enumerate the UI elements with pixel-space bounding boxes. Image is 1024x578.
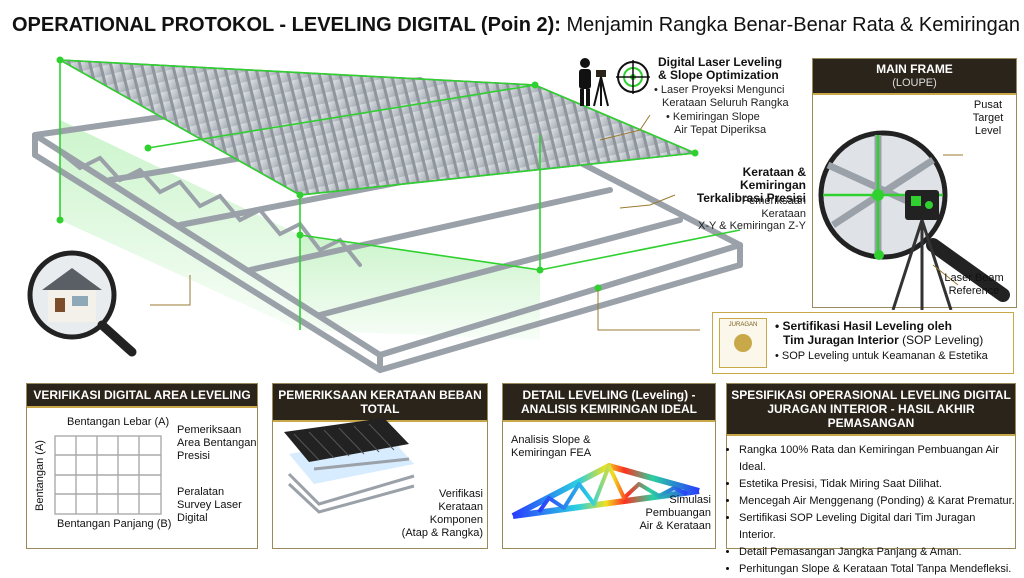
panel2-note-2: Kerataan Komponen	[429, 501, 483, 526]
main-frame-header: MAIN FRAME (LOUPE)	[813, 59, 1016, 95]
certificate-seal-icon: JURAGAN	[719, 318, 767, 368]
spec-list: Rangka 100% Rata dan Kemiringan Pembuang…	[727, 442, 1015, 578]
leader-lines	[150, 114, 700, 331]
panel3-title-1: DETAIL LEVELING (Leveling) -	[522, 388, 696, 402]
laser-level-icon	[905, 190, 939, 220]
certificate-line-3: • SOP Leveling untuk Keamanan & Estetika	[775, 350, 988, 362]
panel3-title: DETAIL LEVELING (Leveling) - ANALISIS KE…	[503, 384, 715, 422]
calib-heading-1: Kerataan & Kemiringan	[739, 165, 806, 192]
laser-bullet-1b: Kerataan Seluruh Rangka	[662, 96, 789, 109]
spec-item: Rangka 100% Rata dan Kemiringan Pembuang…	[739, 442, 1015, 476]
spec-item: Mencegah Air Menggenang (Ponding) & Kara…	[739, 493, 1015, 510]
laser-heading-1: Digital Laser Leveling	[658, 55, 783, 69]
main-frame-subtitle: (LOUPE)	[892, 77, 937, 89]
certificate-line-2b: (SOP Leveling)	[898, 333, 984, 347]
laser-heading-2: & Slope Optimization	[658, 68, 779, 82]
title-bold: OPERATIONAL PROTOKOL - LEVELING DIGITAL …	[12, 14, 561, 36]
panel3-note-2b: Pembuangan	[645, 507, 711, 519]
panel1-height-label: Bentangan (A)	[33, 440, 46, 511]
laser-bullet-2: • Kemiringan Slope Air Tepat Diperiksa	[666, 111, 766, 136]
target-label: Pusat Target Level	[963, 99, 1013, 138]
beam-label-1: Laser Beam	[944, 272, 1004, 284]
tripod-icon	[891, 219, 953, 310]
certificate-line-1: • Sertifikasi Hasil Leveling oleh	[775, 319, 952, 333]
panel1-note-1b: Area Bentangan	[177, 437, 257, 449]
panel3-note-1: Analisis Slope & Kemiringan FEA	[511, 434, 591, 460]
spec-item: Detail Pemasangan Jangka Panjang & Aman.	[739, 544, 1015, 561]
panel3-note-2a: Simulasi	[669, 494, 711, 506]
panel3-note-1b: Kemiringan FEA	[511, 447, 592, 459]
panel1-width-label: Bentangan Lebar (A)	[67, 416, 170, 428]
roof-scene	[27, 56, 743, 374]
panel1-note-2c: Digital	[177, 512, 208, 524]
panel1-grid	[54, 435, 162, 515]
panel2-illustration	[284, 418, 415, 514]
laser-bullet-1a: • Laser Proyeksi Mengunci	[654, 84, 785, 96]
panel2-note: Verifikasi Kerataan Komponen (Atap & Ran…	[401, 488, 483, 540]
main-frame-box: MAIN FRAME (LOUPE) Pusat Target Le	[812, 58, 1017, 310]
panel-slope-analysis: DETAIL LEVELING (Leveling) - ANALISIS KE…	[502, 383, 716, 549]
panel2-note-1: Verifikasi	[438, 488, 483, 500]
panel1-note-2: Peralatan Survey Laser Digital	[177, 486, 242, 525]
panel4-title: SPESIFIKASI OPERASIONAL LEVELING DIGITAL…	[727, 384, 1015, 436]
panel2-title: PEMERIKSAAN KERATAAN BEBAN TOTAL	[273, 384, 487, 422]
panel1-note-2a: Peralatan	[177, 486, 225, 498]
loupe-illustration	[818, 130, 1010, 310]
panel1-note-1a: Pemeriksaan	[177, 424, 242, 436]
laser-points	[56, 56, 699, 292]
seal-text: JURAGAN	[728, 322, 758, 328]
panel3-title-2: ANALISIS KEMIRINGAN IDEAL	[520, 402, 697, 416]
page-title: OPERATIONAL PROTOKOL - LEVELING DIGITAL …	[12, 12, 1024, 38]
calib-bullet-1a: • Pemeriksaan Kerataan	[734, 195, 806, 220]
calib-bullet-1b: X-Y & Kemiringan Z-Y	[697, 220, 806, 232]
laser-heading: Digital Laser Leveling & Slope Optimizat…	[658, 56, 782, 82]
certificate-box: JURAGAN • Sertifikasi Hasil Leveling ole…	[712, 312, 1014, 374]
beam-label-2: Reference	[948, 285, 1000, 297]
surveyor-icon	[579, 58, 609, 107]
panel2-note-3: (Atap & Rangka)	[401, 527, 483, 539]
laser-bullet-2b: Air Tepat Diperiksa	[674, 123, 767, 136]
certificate-line-2: Tim Juragan Interior	[783, 333, 899, 347]
beam-label: Laser Beam Reference	[931, 272, 1017, 298]
laser-bullet-2a: • Kemiringan Slope	[666, 111, 760, 123]
panel4-title-1: SPESIFIKASI OPERASIONAL LEVELING DIGITAL	[731, 388, 1011, 402]
target-label-1: Pusat	[973, 99, 1003, 111]
panel1-note-1c: Presisi	[177, 450, 211, 462]
panel-flatness-check: PEMERIKSAAN KERATAAN BEBAN TOTAL Verifik…	[272, 383, 488, 549]
spec-item: Estetika Presisi, Tidak Miring Saat Dili…	[739, 476, 1015, 493]
house-loupe	[27, 250, 137, 357]
certificate-text: • Sertifikasi Hasil Leveling oleh Tim Ju…	[775, 319, 988, 363]
calib-heading-2: Terkalibrasi Presisi	[696, 191, 806, 205]
panel1-note-1: Pemeriksaan Area Bentangan Presisi	[177, 424, 257, 463]
panel3-note-2c: Air & Kerataan	[639, 520, 711, 532]
panel1-length-label: Bentangan Panjang (B)	[57, 518, 172, 530]
target-label-3: Level	[974, 125, 1002, 137]
panel3-note-2: Simulasi Pembuangan Air & Kerataan	[633, 494, 711, 533]
spec-item: Sertifikasi SOP Leveling Digital dari Ti…	[739, 510, 1015, 544]
panel-specifications: SPESIFIKASI OPERASIONAL LEVELING DIGITAL…	[726, 383, 1016, 575]
calib-heading: Kerataan & Kemiringan Terkalibrasi Presi…	[678, 166, 806, 205]
laser-bullet-1: • Laser Proyeksi Mengunci Kerataan Selur…	[654, 84, 789, 109]
panel-area-verification: VERIFIKASI DIGITAL AREA LEVELING Bentang…	[26, 383, 258, 549]
calib-bullet-1: • Pemeriksaan Kerataan X-Y & Kemiringan …	[690, 195, 806, 233]
panel3-fea-truss	[511, 463, 700, 519]
panel1-title: VERIFIKASI DIGITAL AREA LEVELING	[27, 384, 257, 408]
spec-item: Perhitungan Slope & Kerataan Total Tanpa…	[739, 561, 1015, 578]
main-frame-title: MAIN FRAME	[876, 62, 953, 76]
certificate-line-2-wrap: Tim Juragan Interior (SOP Leveling)	[775, 333, 988, 347]
target-icon	[616, 60, 650, 94]
target-label-2: Target	[972, 112, 1004, 124]
title-rest: Menjamin Rangka Benar-Benar Rata & Kemir…	[560, 14, 1024, 36]
panel3-note-1a: Analisis Slope &	[511, 434, 591, 446]
panel1-note-2b: Survey Laser	[177, 499, 242, 511]
panel4-title-2: JURAGAN INTERIOR - HASIL AKHIR PEMASANGA…	[767, 402, 975, 430]
